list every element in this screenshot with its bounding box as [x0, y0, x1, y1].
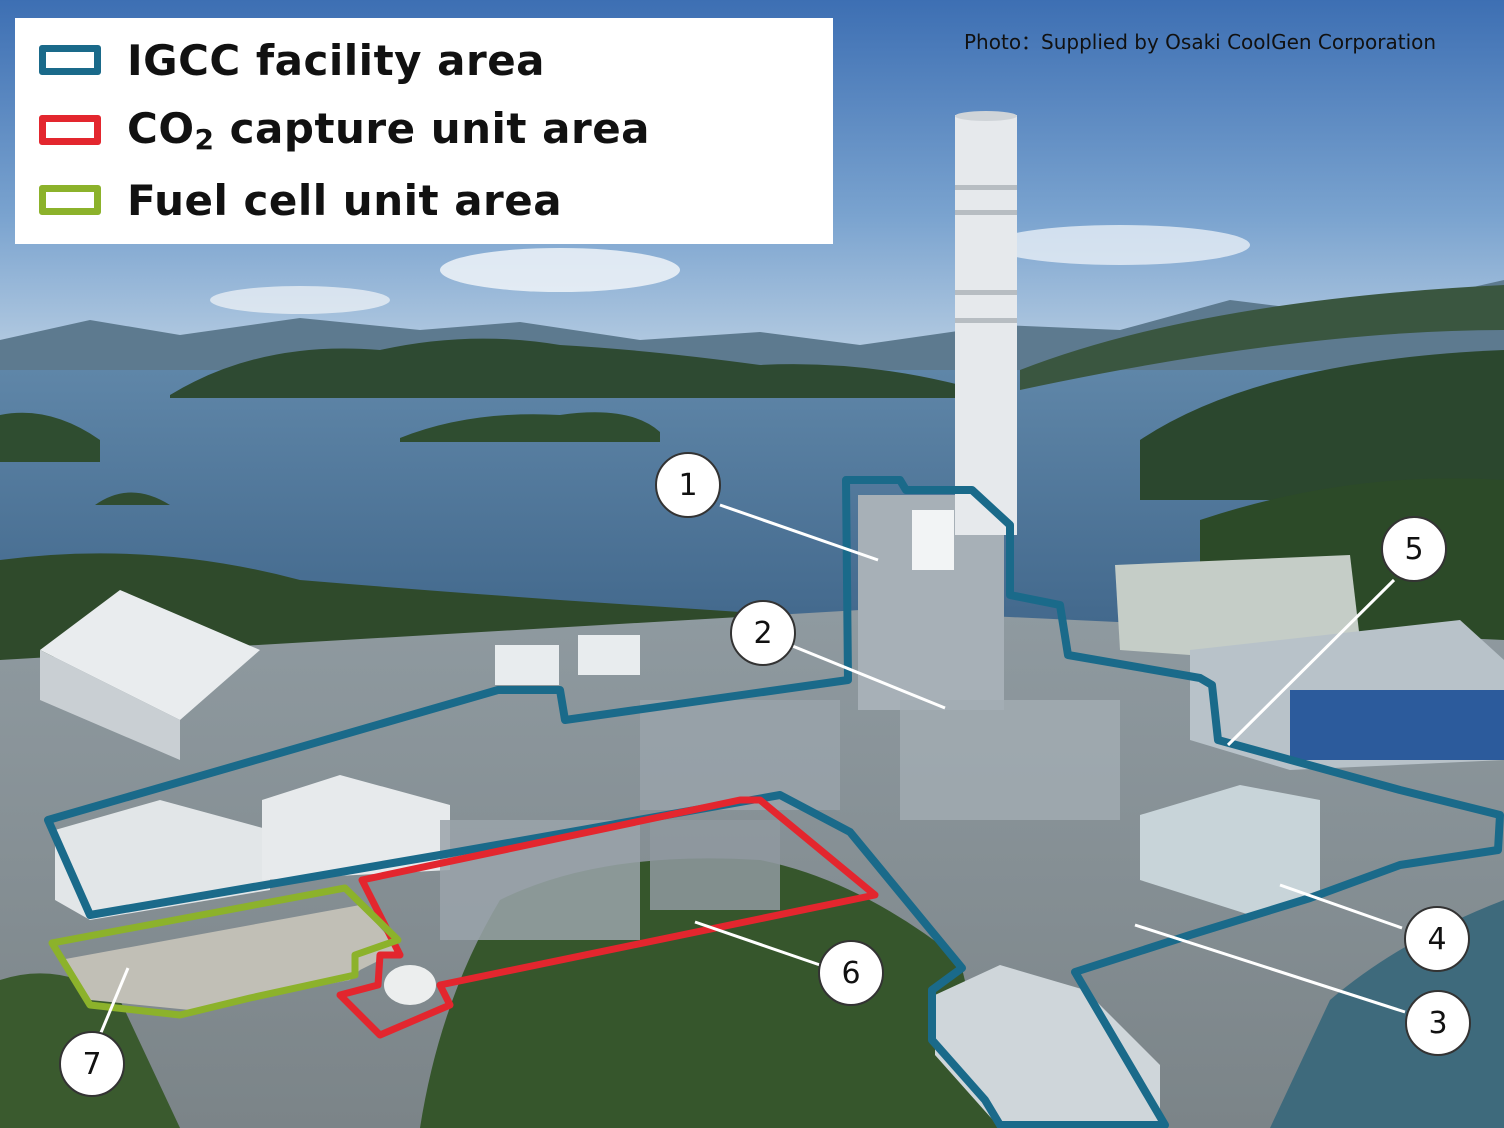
- legend-item-fuel-cell: Fuel cell unit area: [39, 170, 562, 230]
- callout-5: 5: [1381, 516, 1447, 582]
- coal-storage-roof: [40, 590, 260, 720]
- legend: IGCC facility area CO2 capture unit area…: [15, 18, 833, 244]
- photo-credit: Photo：Supplied by Osaki CoolGen Corporat…: [964, 30, 1437, 54]
- callout-3: 3: [1405, 990, 1471, 1056]
- plant-structure: [640, 700, 840, 810]
- callout-7: 7: [59, 1031, 125, 1097]
- tank: [495, 645, 559, 685]
- chimney-band: [955, 210, 1017, 215]
- fuel-cell-building: [1140, 785, 1320, 915]
- chimney-top: [955, 111, 1017, 121]
- tank: [578, 635, 640, 675]
- tank: [384, 965, 436, 1005]
- leader-line-5: [1226, 578, 1396, 747]
- plant-structure: [900, 700, 1120, 820]
- gasifier-sign: [912, 510, 954, 570]
- cloud: [440, 248, 680, 292]
- fuel-cell-swatch: [39, 185, 101, 215]
- chimney: [955, 115, 1017, 535]
- fuel-cell-area-outline: [48, 884, 402, 1019]
- island: [170, 338, 960, 398]
- chimney-band: [955, 318, 1017, 323]
- legend-label-fuel-cell: Fuel cell unit area: [127, 175, 563, 225]
- island: [0, 412, 100, 462]
- callout-6: 6: [818, 940, 884, 1006]
- island: [400, 412, 660, 442]
- igcc-area-outline: [44, 476, 1504, 1128]
- co2-subscript: 2: [194, 123, 215, 156]
- leader-line-4: [1279, 883, 1403, 930]
- warehouse: [262, 775, 450, 880]
- cloud: [990, 225, 1250, 265]
- island: [95, 492, 170, 505]
- legend-label-igcc: IGCC facility area: [127, 35, 546, 85]
- leader-line-6: [694, 920, 821, 967]
- leader-line-2: [789, 643, 946, 710]
- legend-item-co2: CO2 capture unit area: [39, 100, 650, 160]
- cloud: [210, 286, 390, 314]
- co2-swatch: [39, 115, 101, 145]
- callout-1: 1: [655, 452, 721, 518]
- chimney-band: [955, 290, 1017, 295]
- island: [1140, 350, 1504, 500]
- plant-structure: [650, 820, 780, 910]
- leader-line-3: [1134, 923, 1406, 1014]
- co2-area-outline: [336, 796, 879, 1039]
- chimney-band: [955, 185, 1017, 190]
- turbine-hall-facade: [1290, 690, 1504, 760]
- legend-label-co2: CO2 capture unit area: [127, 104, 651, 156]
- island: [1020, 285, 1504, 390]
- coal-storage: [40, 650, 180, 760]
- leader-line-7: [98, 967, 130, 1036]
- bottom-building: [935, 965, 1160, 1128]
- callout-2: 2: [730, 600, 796, 666]
- legend-item-igcc: IGCC facility area: [39, 30, 545, 90]
- power-house: [1115, 555, 1360, 655]
- callout-4: 4: [1404, 906, 1470, 972]
- leader-line-1: [719, 503, 879, 562]
- igcc-swatch: [39, 45, 101, 75]
